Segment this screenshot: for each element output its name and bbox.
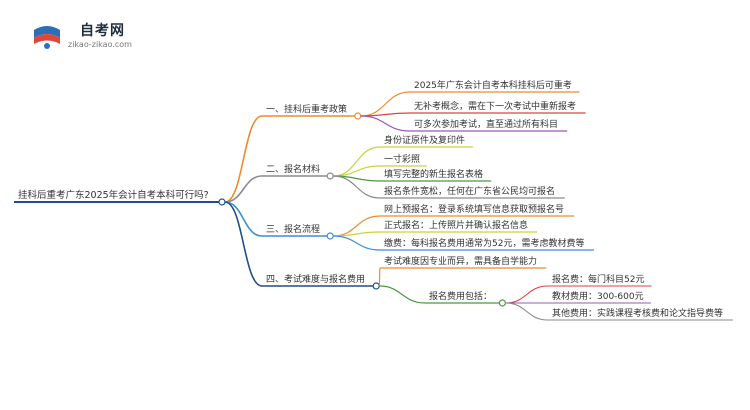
brand-url: zikao-zikao.com bbox=[68, 40, 132, 49]
branch-node-dot bbox=[354, 112, 362, 120]
leaf-node-label: 缴费：每科报名费用通常为52元，需考虑教材费等 bbox=[384, 237, 584, 249]
leaf-connector bbox=[360, 115, 411, 132]
branch-node-dot bbox=[372, 282, 380, 290]
leaf-node-label: 正式报名：上传照片并确认报名信息 bbox=[384, 219, 528, 231]
sub-leaf-connector bbox=[505, 285, 549, 304]
leaf-connector bbox=[333, 231, 381, 237]
branch-node-label: 三、报名流程 bbox=[266, 223, 320, 235]
branch-node-dot bbox=[326, 232, 334, 240]
leaf-node-label: 报名费用包括： bbox=[429, 290, 492, 302]
leaf-node-label: 2025年广东会计自考本科挂科后可重考 bbox=[414, 79, 572, 91]
leaf-connector bbox=[333, 235, 381, 251]
leaf-node-label: 无补考概念，需在下一次考试中重新报考 bbox=[414, 100, 576, 112]
leaf-connector bbox=[378, 267, 381, 287]
sub-leaf-label: 报名费：每门科目52元 bbox=[552, 273, 644, 285]
branch-connector bbox=[224, 175, 263, 203]
sub-leaf-label: 教材费用：300-600元 bbox=[552, 290, 644, 302]
sub-leaf-label: 其他费用：实践课程考核费和论文指导费等 bbox=[552, 307, 723, 319]
logo-icon bbox=[34, 26, 60, 49]
branch-node-label: 一、挂科后重考政策 bbox=[266, 103, 347, 115]
branch-node-label: 二、报名材料 bbox=[266, 163, 320, 175]
branch-connector bbox=[224, 201, 263, 287]
leaf-node-label: 身份证原件及复印件 bbox=[384, 134, 465, 146]
branch-node-label: 四、考试难度与报名费用 bbox=[266, 273, 365, 285]
root-node-label: 挂科后重考广东2025年会计自考本科可行吗? bbox=[18, 189, 209, 201]
branch-connector bbox=[224, 115, 263, 203]
leaf-node-label: 一寸彩照 bbox=[384, 153, 420, 165]
brand-name: 自考网 bbox=[80, 23, 125, 39]
leaf-connector bbox=[360, 91, 411, 117]
leaf-connector bbox=[360, 112, 411, 117]
leaf-node-label: 网上预报名：登录系统填写信息获取预报名号 bbox=[384, 203, 564, 215]
leaf-node-label: 报名条件宽松，任何在广东省公民均可报名 bbox=[384, 185, 555, 197]
leaf-node-label: 考试难度因专业而异，需具备自学能力 bbox=[384, 255, 537, 267]
branch-node-dot bbox=[326, 172, 334, 180]
leaf-node-dot bbox=[498, 299, 506, 307]
sub-leaf-connector bbox=[505, 302, 549, 321]
leaf-connector bbox=[333, 215, 381, 237]
leaf-connector bbox=[379, 285, 426, 304]
root-node-dot bbox=[218, 198, 226, 206]
leaf-connector bbox=[333, 175, 381, 199]
leaf-node-label: 可多次参加考试，直至通过所有科目 bbox=[414, 118, 558, 130]
leaf-node-label: 填写完整的新生报名表格 bbox=[384, 168, 483, 180]
branch-connector bbox=[224, 201, 263, 237]
